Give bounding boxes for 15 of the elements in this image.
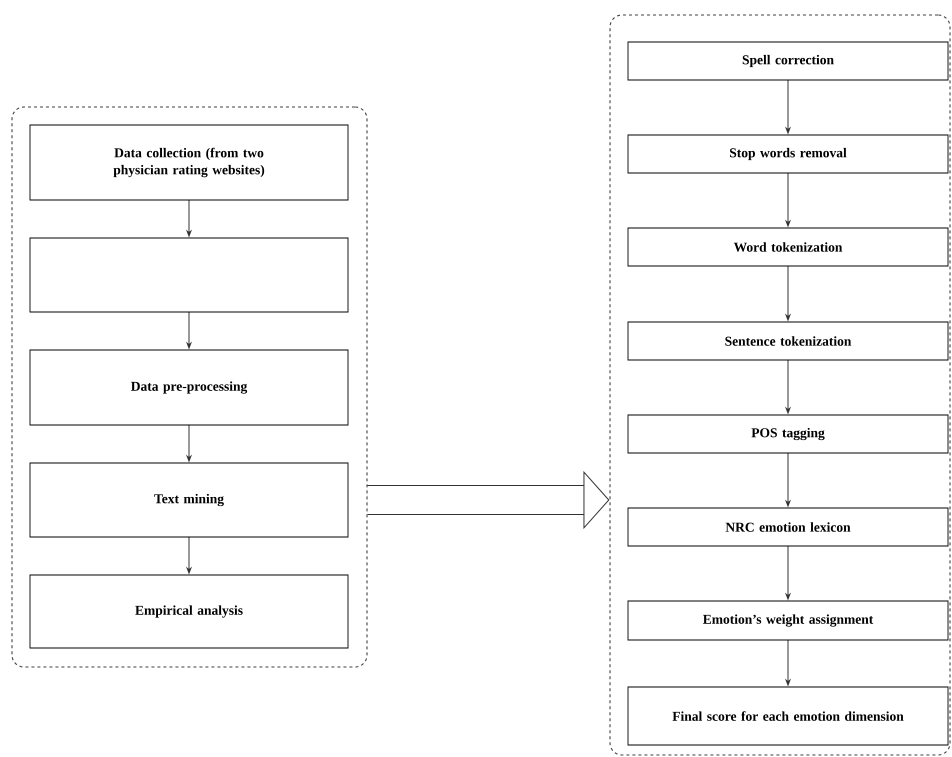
process-box: NRC emotion lexicon [628,508,948,546]
process-box: Spell correction [628,42,948,80]
process-box: Data collection (from two physician rating websites) [30,124,348,200]
dashed-group-frame [11,106,368,668]
process-box: Emotion’s weight assignment [628,600,948,640]
process-box: Text mining [30,462,348,538]
process-box [30,238,348,312]
process-box: Stop words removal [628,134,948,174]
process-box: Sentence tokenization [628,322,948,360]
dashed-group-frame [609,14,951,756]
process-box: Empirical analysis [30,574,348,648]
process-box: Final score for each emotion dimension [628,686,948,746]
process-box: Word tokenization [628,228,948,266]
process-box: Data pre-processing [30,350,348,426]
process-box: POS tagging [628,414,948,454]
